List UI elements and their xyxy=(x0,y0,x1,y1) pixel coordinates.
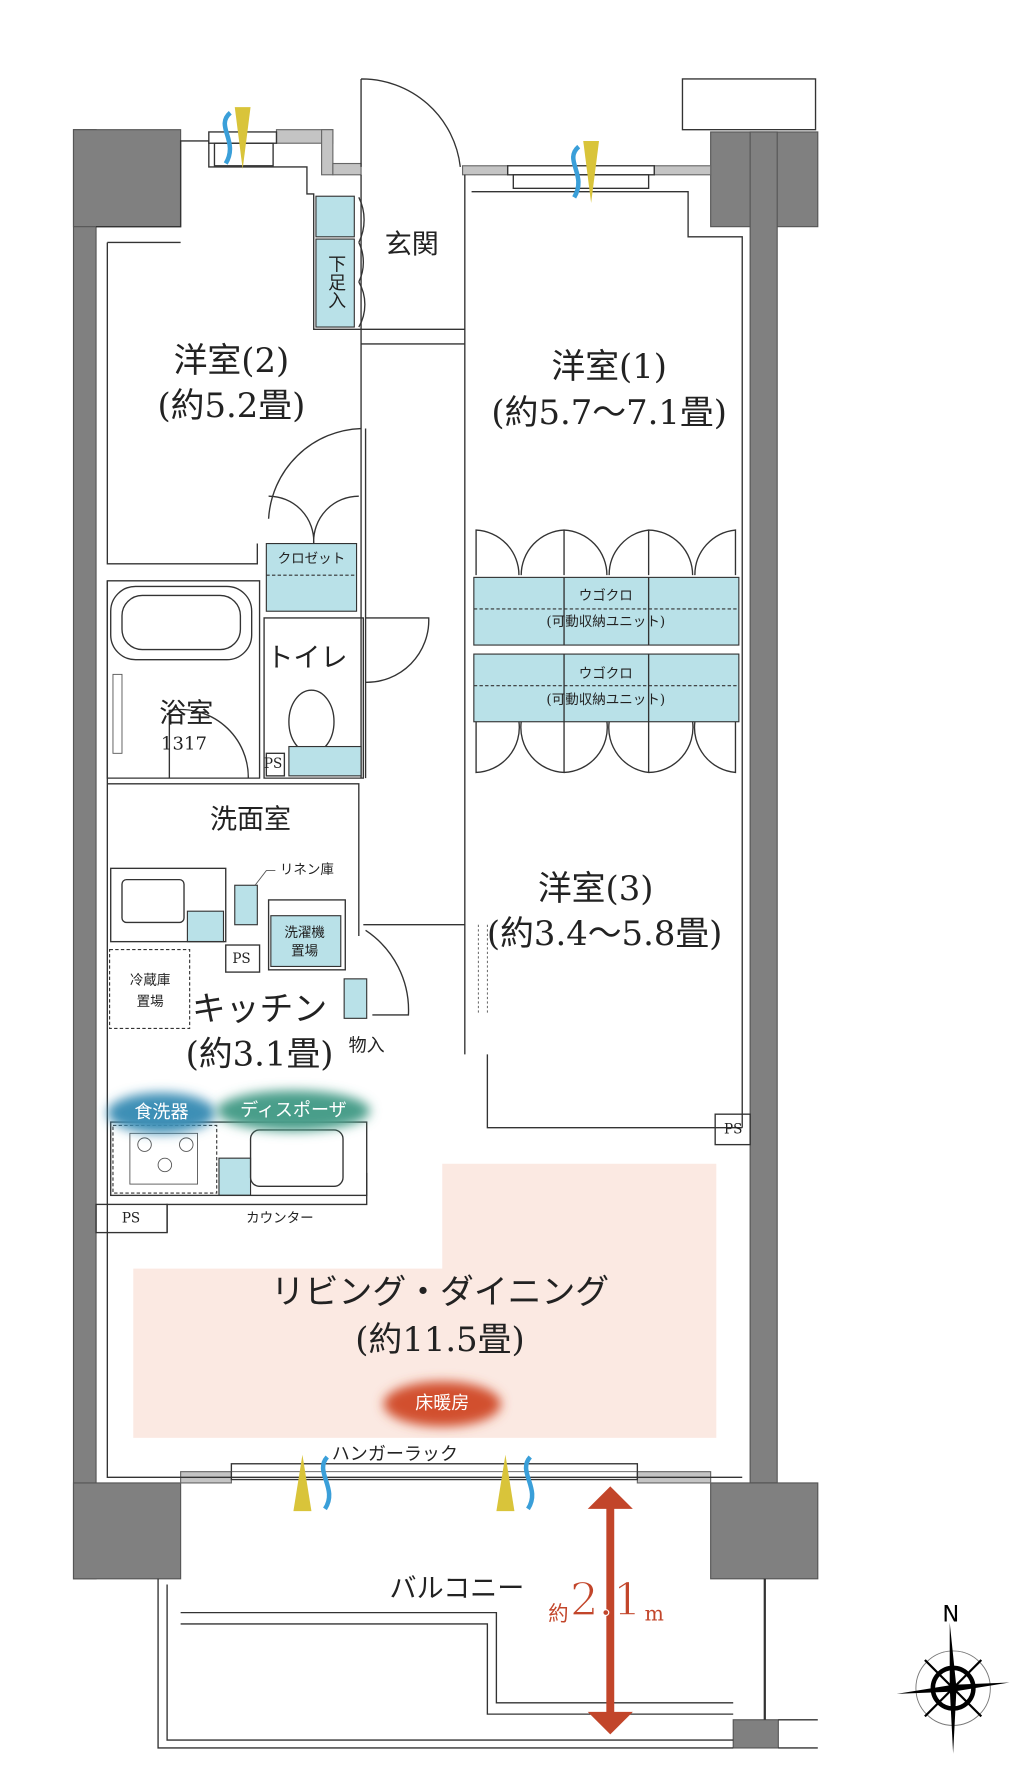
ugokuro-doors xyxy=(475,529,737,774)
counter-label: カウンター xyxy=(246,1211,314,1227)
disposer-badge: ディスポーザ xyxy=(216,1090,371,1132)
balcony-label: バルコニー xyxy=(390,1574,525,1605)
western1-size: (約5.7〜7.1畳) xyxy=(491,393,726,432)
room-labels: 洋室(2) (約5.2畳) 洋室(1) (約5.7〜7.1畳) 洋室(3) (約… xyxy=(122,229,743,1604)
storage-label: 物入 xyxy=(349,1036,385,1057)
floor-heating-area xyxy=(133,1163,717,1438)
floor-heating-label: 床暖房 xyxy=(415,1393,469,1414)
outer-walls xyxy=(72,129,819,1749)
toilet-label: トイレ xyxy=(266,643,347,674)
western2-size: (約5.2畳) xyxy=(157,386,305,425)
disposer-label: ディスポーザ xyxy=(240,1100,347,1121)
living-label: リビング・ダイニング xyxy=(271,1273,609,1312)
ventilation-icon xyxy=(222,107,251,170)
ugokuro-name: ウゴクロ xyxy=(579,665,633,682)
balcony-depth-arrow xyxy=(587,1486,633,1735)
entrance-label: 玄関 xyxy=(385,229,439,260)
washer-label: 洗濯機 xyxy=(284,925,325,941)
ps-label: PS xyxy=(724,1121,742,1137)
ventilation-icon xyxy=(293,1454,332,1512)
kitchen-size: (約3.1畳) xyxy=(186,1035,334,1074)
depth-prefix: 約 xyxy=(548,1601,568,1625)
ps-label: PS xyxy=(122,1211,140,1227)
ventilation-icon xyxy=(496,1454,535,1512)
washer-label-2: 置場 xyxy=(291,943,318,959)
ventilation-icon xyxy=(571,140,600,203)
balcony-depth-label: 約 2.1 m xyxy=(548,1573,664,1627)
shoe-storage-label: 下足入 xyxy=(325,255,346,309)
windows xyxy=(208,78,817,1481)
western3-size: (約3.4〜5.8畳) xyxy=(487,914,722,953)
storage-units xyxy=(186,195,740,1196)
fixtures xyxy=(95,585,488,1234)
fridge-label-2: 置場 xyxy=(137,994,164,1010)
fridge-label: 冷蔵庫 xyxy=(130,973,171,989)
interior-walls xyxy=(96,140,751,1478)
western2-name: 洋室(2) xyxy=(174,341,290,380)
ps-label: PS xyxy=(264,756,282,772)
doors xyxy=(168,78,737,1016)
living-size: (約11.5畳) xyxy=(355,1320,524,1359)
compass-icon: N xyxy=(896,1601,1010,1754)
depth-unit: m xyxy=(645,1601,664,1625)
hanger-rack-label: ハンガーラック xyxy=(332,1444,458,1465)
washroom-label: 洗面室 xyxy=(210,804,291,835)
linen-label: リネン庫 xyxy=(280,862,334,878)
western1-name: 洋室(1) xyxy=(551,347,667,386)
western3-name: 洋室(3) xyxy=(538,869,654,908)
closet-label: クロゼット xyxy=(278,551,346,567)
dishwasher-badge: 食洗器 xyxy=(107,1092,216,1134)
compass-north-label: N xyxy=(942,1601,959,1627)
floor-heating-badge: 床暖房 xyxy=(383,1381,501,1427)
ugokuro-name: ウゴクロ xyxy=(579,587,633,604)
kitchen-label: キッチン xyxy=(192,990,327,1029)
bath-label: 浴室 xyxy=(159,698,213,729)
ugokuro-desc: (可動収納ユニット) xyxy=(546,614,665,630)
ugokuro-desc: (可動収納ユニット) xyxy=(546,692,665,708)
ps-label: PS xyxy=(232,951,250,967)
dishwasher-label: 食洗器 xyxy=(134,1102,188,1123)
depth-value: 2.1 xyxy=(570,1573,642,1626)
ventilation-icons xyxy=(222,107,600,1512)
bath-size: 1317 xyxy=(161,733,207,754)
